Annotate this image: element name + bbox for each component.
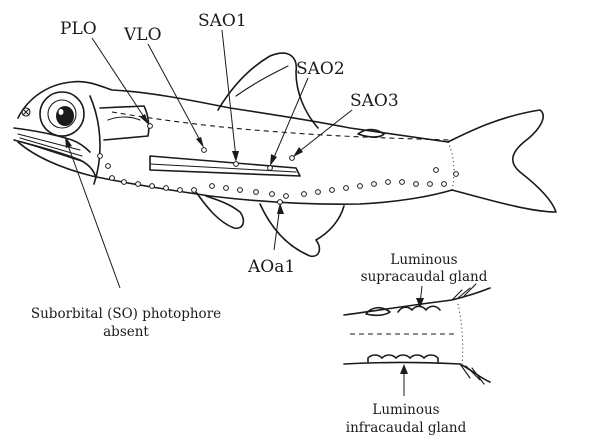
photophore bbox=[98, 154, 103, 159]
label-vlo: VLO bbox=[123, 25, 162, 45]
note-supracaudal-line1: Luminous bbox=[390, 252, 457, 268]
photophore bbox=[302, 192, 307, 197]
photophore bbox=[330, 188, 335, 193]
photophore bbox=[442, 182, 447, 187]
eye-highlight bbox=[59, 109, 64, 115]
note-supracaudal-line2: supracaudal gland bbox=[361, 269, 488, 285]
arrow-sao1 bbox=[232, 151, 239, 162]
note-infracaudal-line2: infracaudal gland bbox=[346, 420, 467, 436]
leader-suborbital bbox=[66, 140, 120, 288]
photophore bbox=[224, 186, 229, 191]
photophore bbox=[122, 180, 127, 185]
eye-pupil bbox=[56, 106, 74, 126]
label-aoa1: AOa1 bbox=[247, 257, 295, 277]
nasal-cross bbox=[23, 109, 29, 115]
photophore bbox=[106, 164, 111, 169]
supracaudal-gland bbox=[398, 306, 440, 312]
arrow-infracaudal bbox=[400, 364, 408, 374]
photophore bbox=[270, 192, 275, 197]
leader-lines bbox=[65, 30, 424, 396]
label-sao3: SAO3 bbox=[350, 91, 399, 111]
photophore bbox=[454, 172, 459, 177]
arrow-sao3 bbox=[293, 147, 303, 157]
arrow-sao2 bbox=[270, 154, 277, 166]
photophore bbox=[386, 180, 391, 185]
photophore bbox=[414, 182, 419, 187]
photophore bbox=[110, 176, 115, 181]
photophore bbox=[372, 182, 377, 187]
photophore bbox=[210, 184, 215, 189]
inset-fin-rays-bottom bbox=[460, 364, 484, 384]
caudal-peduncle bbox=[448, 142, 454, 190]
photophore bbox=[136, 182, 141, 187]
label-sao2: SAO2 bbox=[296, 59, 345, 79]
leader-sao1 bbox=[222, 30, 236, 158]
head-curve bbox=[108, 117, 140, 120]
photophore bbox=[254, 190, 259, 195]
inset-peduncle bbox=[458, 304, 463, 364]
note-suborbital-line2: absent bbox=[103, 324, 149, 340]
note-suborbital-line1: Suborbital (SO) photophore bbox=[31, 306, 221, 322]
photophore bbox=[284, 194, 289, 199]
photophore bbox=[164, 186, 169, 191]
operculum bbox=[90, 96, 100, 184]
pectoral-region bbox=[150, 156, 300, 176]
leader-sao3 bbox=[296, 110, 352, 154]
photophore-sao2 bbox=[268, 166, 273, 171]
label-sao1: SAO1 bbox=[198, 11, 247, 31]
photophore bbox=[434, 168, 439, 173]
photophore-vlo bbox=[202, 148, 207, 153]
photophore bbox=[192, 188, 197, 193]
gill-cover bbox=[100, 106, 149, 140]
caudal-fin bbox=[448, 110, 556, 212]
photophore bbox=[428, 182, 433, 187]
anal-fin bbox=[260, 204, 344, 256]
inset-ventral-edge bbox=[344, 363, 490, 383]
fish-drawing bbox=[14, 53, 556, 256]
photophore bbox=[344, 186, 349, 191]
photophore bbox=[358, 184, 363, 189]
photophore bbox=[150, 184, 155, 189]
arrow-suborbital bbox=[65, 136, 72, 148]
note-infracaudal-line1: Luminous bbox=[372, 402, 439, 418]
photophore bbox=[400, 180, 405, 185]
arrow-vlo bbox=[196, 137, 204, 148]
labels: PLO VLO SAO1 SAO2 SAO3 AOa1 Suborbital (… bbox=[31, 11, 488, 436]
photophore-sao1 bbox=[234, 162, 239, 167]
photophore bbox=[178, 188, 183, 193]
dorsal-fin-ray bbox=[236, 66, 288, 96]
infracaudal-gland bbox=[368, 355, 438, 362]
label-plo: PLO bbox=[60, 19, 97, 39]
photophore bbox=[316, 190, 321, 195]
arrow-aoa1 bbox=[277, 203, 284, 214]
photophore bbox=[238, 188, 243, 193]
